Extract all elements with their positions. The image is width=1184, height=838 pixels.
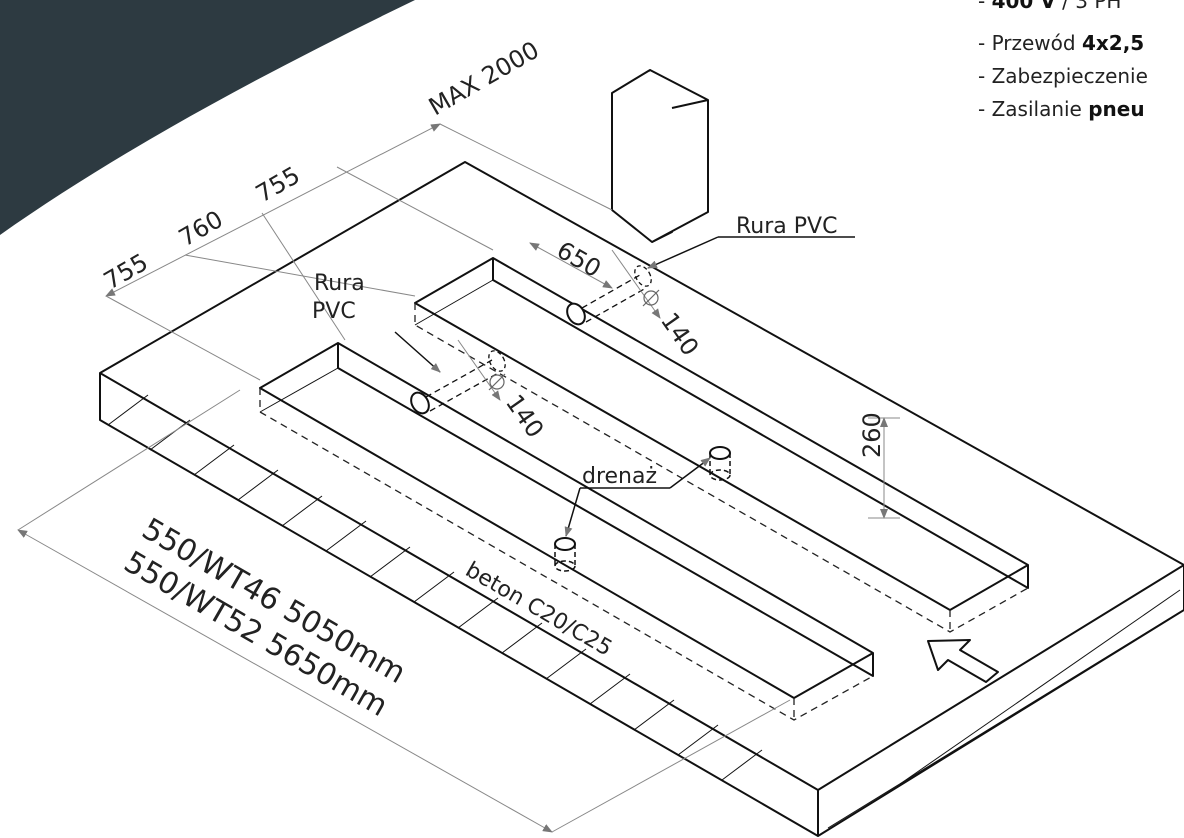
control-console-icon bbox=[611, 69, 709, 243]
note-line-4: - Zasilanie pneu bbox=[978, 97, 1145, 121]
label-pipe-left-line1: Rura bbox=[314, 271, 365, 296]
note-line-2: - Przewód 4x2,5 bbox=[978, 31, 1144, 55]
label-pipe-top: Rura PVC bbox=[736, 214, 837, 239]
drive-direction-arrow-icon bbox=[927, 639, 999, 683]
label-pipe-left-line2: PVC bbox=[312, 299, 356, 324]
dimension-755-right: 755 bbox=[251, 161, 305, 208]
dimension-max-2000: MAX 2000 bbox=[424, 36, 544, 121]
dimension-lines bbox=[17, 123, 900, 833]
corner-band bbox=[0, 0, 415, 235]
note-line-3: - Zabezpieczenie bbox=[978, 64, 1148, 88]
pit-right bbox=[414, 257, 1029, 611]
label-drain: drenaż bbox=[582, 464, 657, 489]
drain-left bbox=[554, 537, 576, 572]
pit-left-hidden-edges bbox=[259, 388, 874, 721]
dimension-755-left: 755 bbox=[99, 248, 153, 295]
dimension-760: 760 bbox=[174, 205, 228, 252]
dimension-depth-260: 260 bbox=[858, 412, 886, 458]
pit-left bbox=[259, 342, 874, 699]
pvc-pipe-left bbox=[410, 350, 506, 415]
pvc-pipe-right bbox=[566, 265, 652, 326]
note-line-1: - 400 V / 3 PH bbox=[978, 0, 1121, 13]
diameter-icon bbox=[488, 289, 660, 391]
concrete-slab bbox=[99, 161, 1184, 837]
leader-lines bbox=[394, 236, 855, 537]
drain-right bbox=[709, 446, 731, 481]
